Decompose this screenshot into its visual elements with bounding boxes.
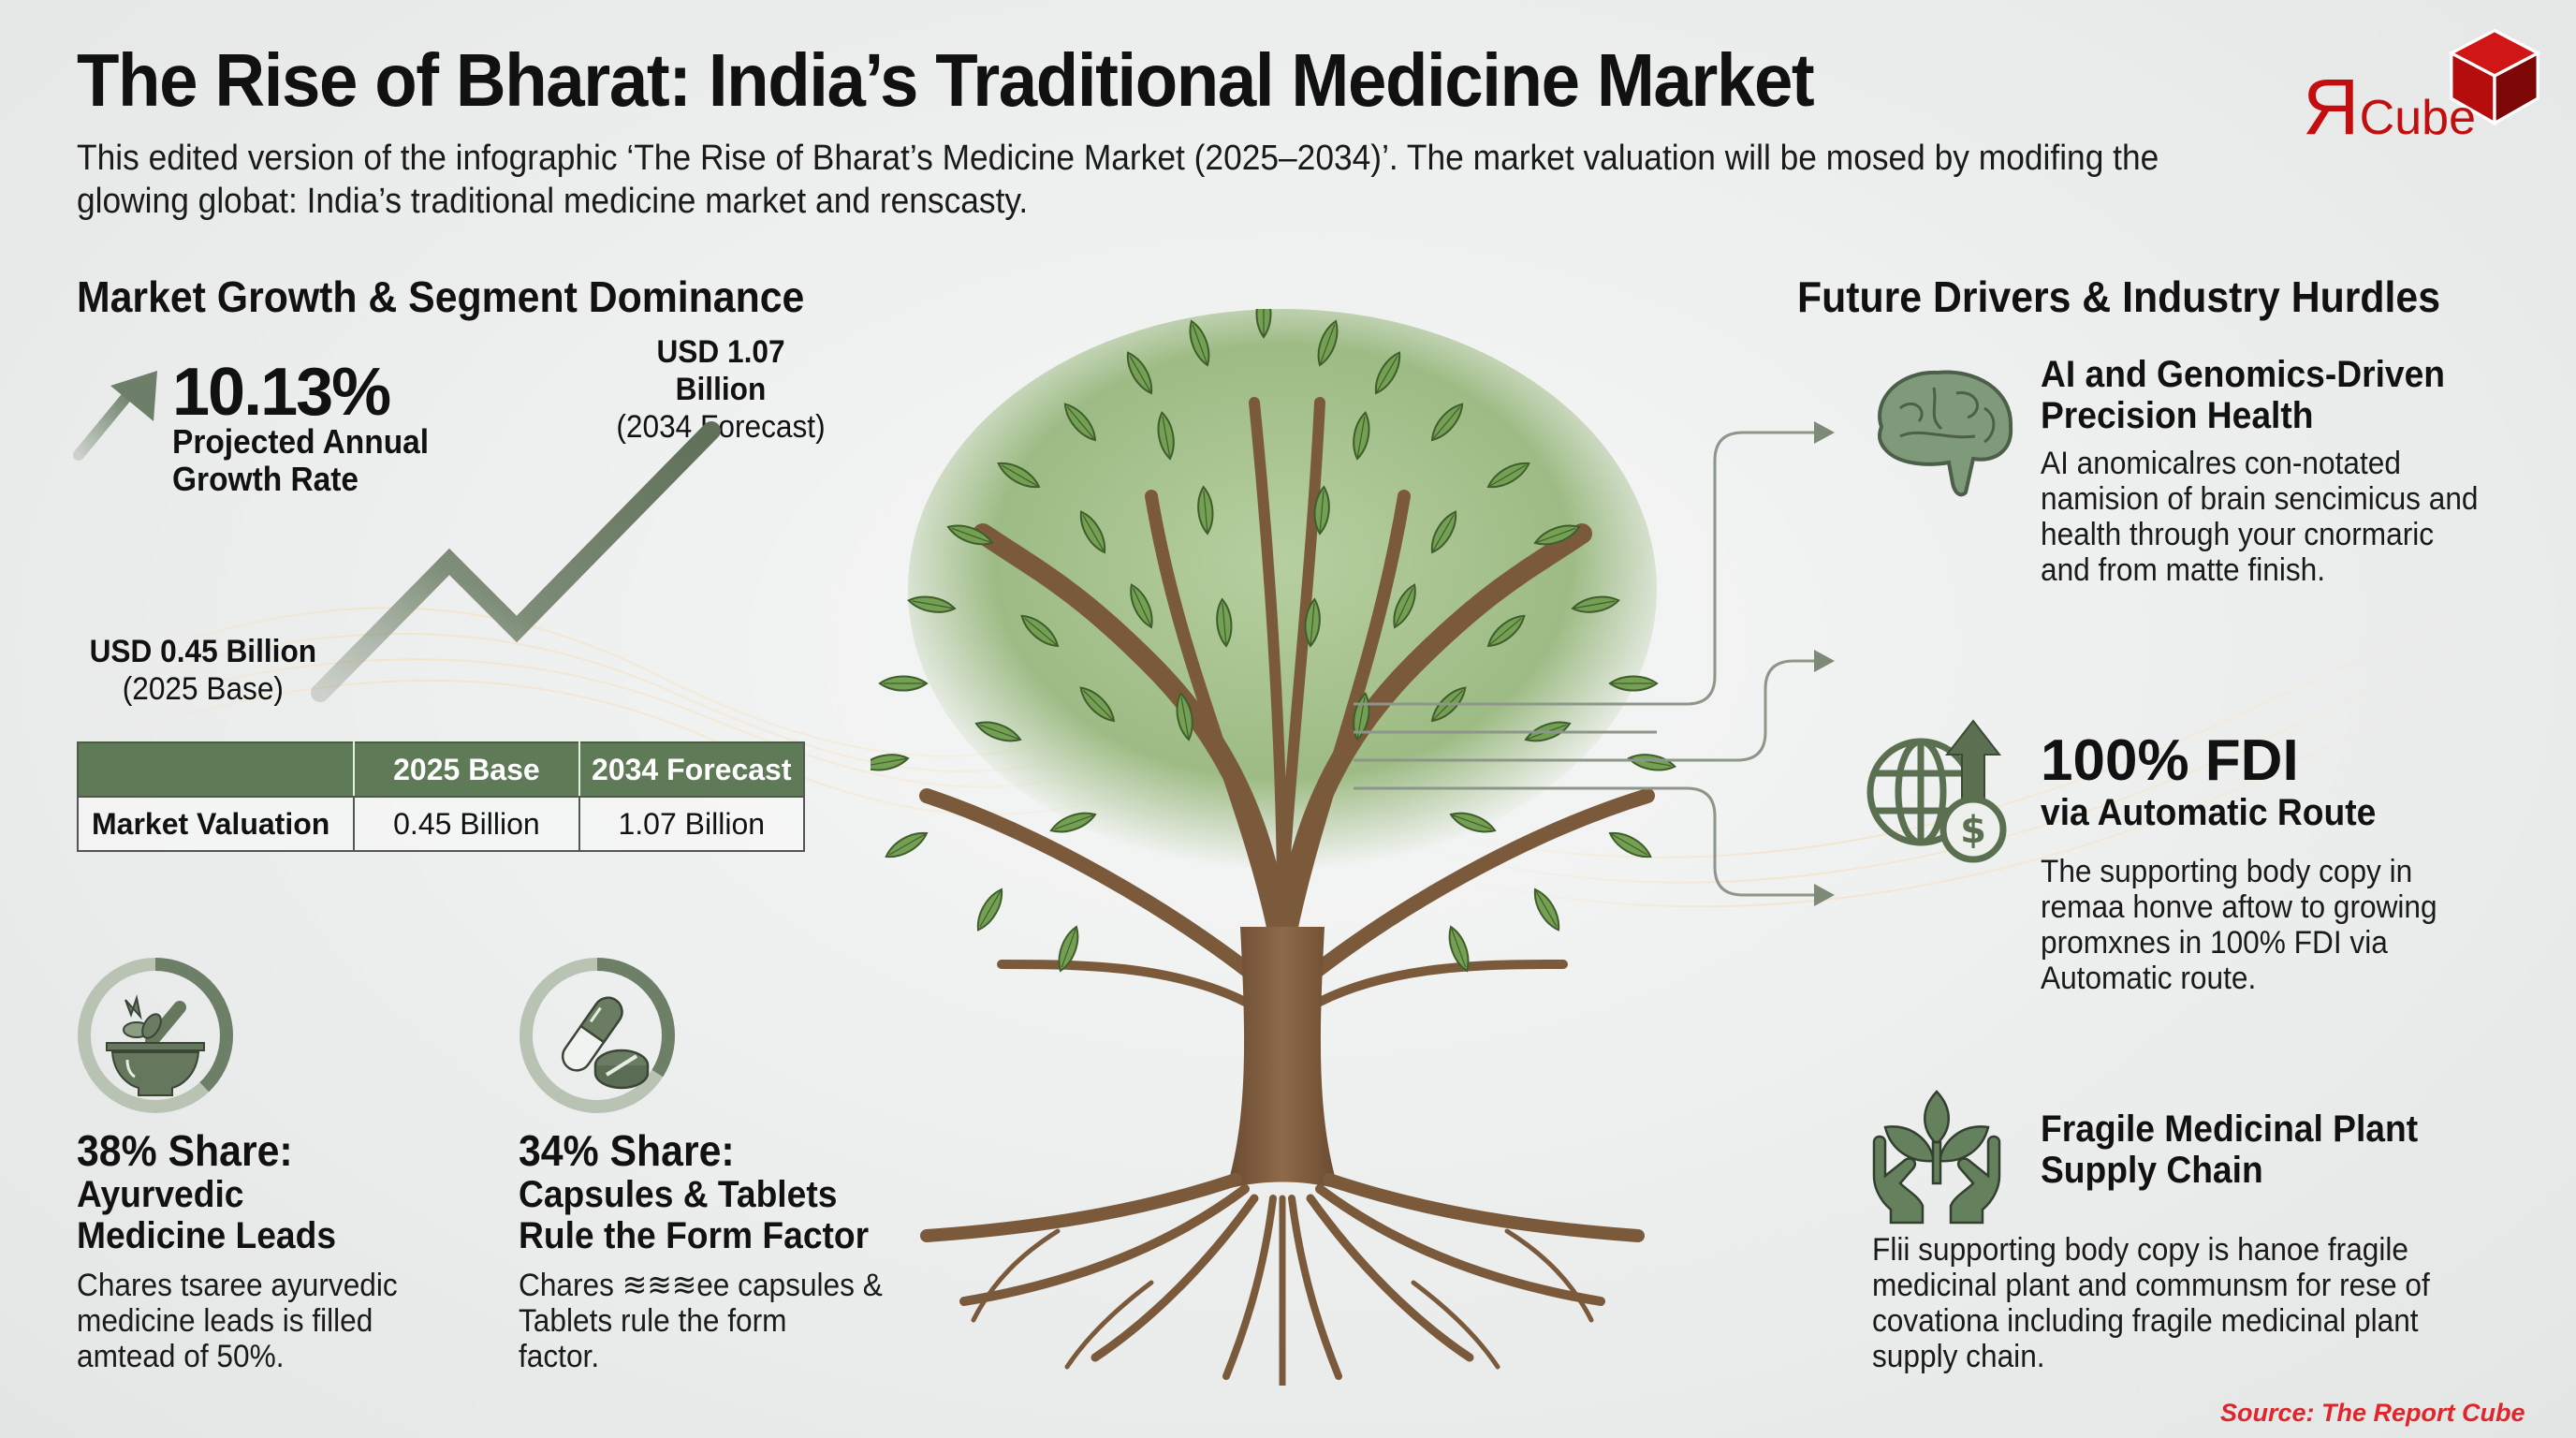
ayurvedic-share-value: 38% Share: bbox=[77, 1126, 293, 1175]
body-line: medicine leads is filled bbox=[77, 1303, 373, 1339]
body-line: Automatic route. bbox=[2041, 961, 2257, 996]
body-line: namision of brain sencimicus and bbox=[2041, 481, 2479, 517]
fdi-driver-body: The supporting body copy in remaa honve … bbox=[2041, 854, 2528, 996]
body-line: remaa honve aftow to growing bbox=[2041, 889, 2437, 925]
brand-logo: RCube bbox=[2303, 21, 2546, 151]
body-line: AI anomicalres con-notated bbox=[2041, 446, 2401, 481]
ayurvedic-share-title: Ayurvedic Medicine Leads bbox=[77, 1174, 336, 1256]
base-value-label: USD 0.45 Billion (2025 Base) bbox=[77, 633, 329, 708]
ayurvedic-share-body: Chares tsaree ayurvedic medicine leads i… bbox=[77, 1268, 443, 1374]
logo-mark: R bbox=[2303, 63, 2360, 151]
body-line: The supporting body copy in bbox=[2041, 854, 2413, 889]
market-growth-heading: Market Growth & Segment Dominance bbox=[77, 272, 805, 321]
plant-driver-title: Fragile Medicinal Plant Supply Chain bbox=[2041, 1108, 2418, 1191]
cagr-label-line2: Growth Rate bbox=[172, 460, 359, 498]
capsules-share-body: Chares ≋≋≋ee capsules & Tablets rule the… bbox=[519, 1268, 885, 1374]
market-valuation-table: 2025 Base 2034 Forecast Market Valuation… bbox=[76, 741, 806, 852]
fdi-driver-subtitle: via Automatic Route bbox=[2041, 792, 2377, 833]
body-line: Tablets rule the form bbox=[519, 1303, 787, 1339]
brain-icon bbox=[1878, 370, 2013, 497]
growth-line-chart bbox=[311, 421, 721, 702]
table-row: Market Valuation 0.45 Billion 1.07 Billi… bbox=[76, 797, 806, 852]
table-row-label: Market Valuation bbox=[76, 797, 356, 852]
ayurvedic-title-line1: Ayurvedic bbox=[77, 1174, 244, 1215]
cagr-label-line1: Projected Annual bbox=[172, 422, 430, 461]
capsule-tablet-icon bbox=[561, 996, 650, 1090]
body-line: supply chain. bbox=[1872, 1339, 2045, 1374]
body-line: Chares ≋≋≋ee capsules & bbox=[519, 1268, 883, 1303]
logo-word: Cube bbox=[2359, 91, 2476, 145]
hands-plant-icon bbox=[1872, 1090, 2001, 1225]
body-line: promxnes in 100% FDI via bbox=[2041, 925, 2388, 961]
ai-driver-title: AI and Genomics-Driven Precision Health bbox=[2041, 354, 2445, 436]
table-header-empty bbox=[76, 741, 356, 798]
red-cube-icon bbox=[2448, 28, 2541, 126]
fdi-driver-title: 100% FDI bbox=[2041, 728, 2299, 793]
page-subtitle: This edited version of the infographic ‘… bbox=[77, 139, 2159, 221]
connector-plant bbox=[1354, 786, 1816, 897]
tree-with-roots-illustration bbox=[871, 309, 1677, 1386]
capsules-title-line2: Rule the Form Factor bbox=[519, 1215, 870, 1256]
share-ring-ayurvedic bbox=[78, 958, 233, 1113]
base-value: USD 0.45 Billion bbox=[89, 634, 317, 669]
body-line: and from matte finish. bbox=[2041, 552, 2326, 588]
ayurvedic-title-line2: Medicine Leads bbox=[77, 1215, 337, 1256]
plant-title-line2: Supply Chain bbox=[2041, 1150, 2263, 1191]
ai-title-line1: AI and Genomics-Driven bbox=[2041, 354, 2446, 395]
cagr-label: Projected Annual Growth Rate bbox=[172, 423, 468, 498]
body-line: health through your cnormaric bbox=[2041, 517, 2435, 552]
table-header-2025: 2025 Base bbox=[353, 741, 580, 798]
table-header-row: 2025 Base 2034 Forecast bbox=[76, 741, 806, 798]
ai-title-line2: Precision Health bbox=[2041, 395, 2314, 436]
plant-driver-body: Flii supporting body copy is hanoe fragi… bbox=[1872, 1232, 2499, 1374]
mortar-pestle-herbs-icon bbox=[106, 994, 205, 1096]
capsules-share-title: Capsules & Tablets Rule the Form Factor bbox=[519, 1174, 869, 1256]
body-line: factor. bbox=[519, 1339, 600, 1374]
base-note: (2025 Base) bbox=[122, 671, 284, 707]
connector-lines bbox=[1354, 421, 1835, 906]
svg-text:$: $ bbox=[1960, 809, 1986, 852]
capsules-title-line1: Capsules & Tablets bbox=[519, 1174, 838, 1215]
body-line: amtead of 50%. bbox=[77, 1339, 285, 1374]
page-title: The Rise of Bharat: India’s Traditional … bbox=[77, 38, 1815, 122]
globe-dollar-growth-icon: $ bbox=[1866, 719, 2007, 863]
share-ring-capsules bbox=[520, 958, 675, 1113]
future-drivers-heading: Future Drivers & Industry Hurdles bbox=[1797, 272, 2441, 321]
table-cell-2034: 1.07 Billion bbox=[578, 797, 806, 852]
logo-wordmark: RCube bbox=[2303, 62, 2476, 153]
connector-ai bbox=[1354, 431, 1816, 706]
capsules-share-value: 34% Share: bbox=[519, 1126, 735, 1175]
cagr-value: 10.13% bbox=[172, 355, 391, 430]
body-line: Chares tsaree ayurvedic bbox=[77, 1268, 398, 1303]
connector-fdi bbox=[1354, 659, 1816, 762]
ai-driver-body: AI anomicalres con-notated namision of b… bbox=[2041, 446, 2528, 588]
table-cell-2025: 0.45 Billion bbox=[353, 797, 580, 852]
plant-title-line1: Fragile Medicinal Plant bbox=[2041, 1108, 2419, 1150]
trend-arrow-up-icon bbox=[73, 371, 157, 461]
source-credit: Source: The Report Cube bbox=[2220, 1399, 2525, 1427]
body-line: Flii supporting body copy is hanoe fragi… bbox=[1872, 1232, 2409, 1268]
body-line: covationa including fragile medicinal pl… bbox=[1872, 1303, 2419, 1339]
forecast-note: (2034 Forecast) bbox=[616, 409, 826, 445]
forecast-value: USD 1.07 Billion bbox=[656, 334, 785, 407]
forecast-value-label: USD 1.07 Billion (2034 Forecast) bbox=[607, 333, 834, 446]
body-line: medicinal plant and communsm for rese of bbox=[1872, 1268, 2430, 1303]
table-header-2034: 2034 Forecast bbox=[578, 741, 806, 798]
